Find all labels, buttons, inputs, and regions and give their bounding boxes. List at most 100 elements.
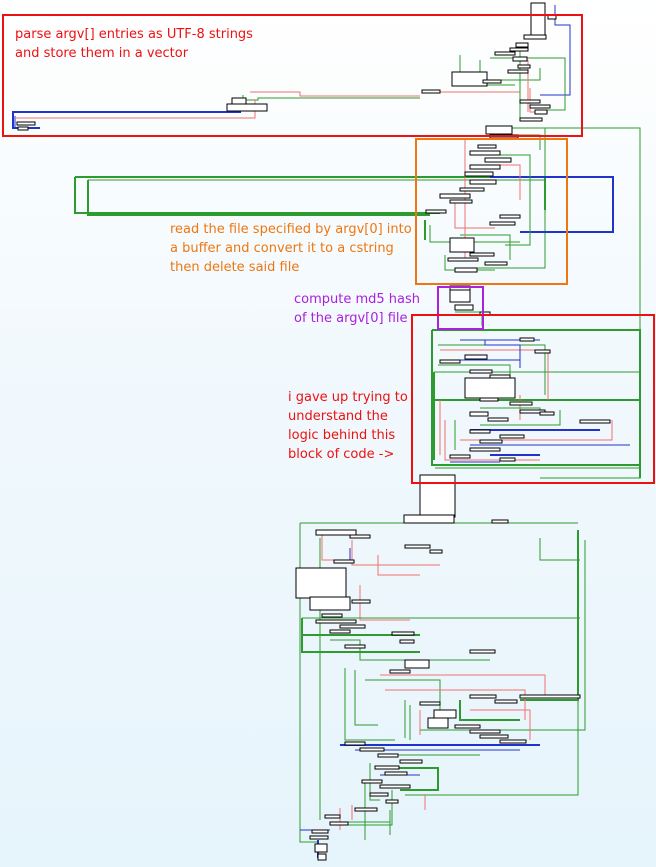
basic-block: [344, 741, 366, 746]
basic-block: [517, 64, 531, 69]
basic-block: [454, 267, 478, 273]
basic-block: [484, 157, 512, 163]
annotation-gave-up: i gave up trying to understand the logic…: [288, 388, 408, 464]
basic-block: [317, 853, 327, 861]
basic-block: [494, 51, 516, 56]
graph-edge: [444, 255, 495, 271]
annotation-line: read the file specified by argv[0] into: [170, 222, 412, 237]
annotation-line: compute md5 hash: [294, 292, 421, 307]
graph-nodes: [16, 2, 611, 861]
basic-block: [491, 519, 509, 524]
graph-edge: [365, 679, 441, 718]
annotation-parse-argv: parse argv[] entries as UTF-8 strings an…: [15, 25, 253, 63]
annotation-line: parse argv[] entries as UTF-8 strings: [15, 27, 253, 42]
graph-edge: [455, 128, 546, 269]
graph-edge: [12, 100, 241, 129]
basic-block: [479, 397, 499, 402]
graph-edge: [460, 420, 613, 441]
basic-block: [529, 104, 551, 109]
basic-block: [509, 47, 529, 52]
basic-block: [351, 599, 371, 604]
basic-block: [226, 103, 268, 112]
annotation-line: block of code ->: [288, 447, 395, 462]
basic-block: [309, 596, 351, 611]
graph-edge: [480, 410, 561, 426]
basic-block: [374, 765, 400, 770]
basic-block: [361, 779, 383, 784]
basic-block: [479, 439, 503, 444]
basic-block: [449, 199, 473, 204]
basic-block: [451, 71, 488, 87]
graph-edge: [500, 68, 541, 81]
basic-block: [399, 639, 415, 644]
graph-edge: [434, 399, 641, 430]
basic-block: [454, 724, 481, 729]
graph-edge: [377, 555, 420, 576]
basic-block: [499, 434, 525, 439]
basic-block: [487, 417, 509, 422]
basic-block: [333, 559, 355, 564]
basic-block: [427, 717, 449, 729]
basic-block: [329, 821, 349, 826]
graph-edge: [369, 763, 380, 801]
basic-block: [349, 534, 371, 539]
graph-edge: [359, 585, 410, 621]
basic-block: [530, 2, 546, 37]
basic-block: [391, 631, 415, 636]
graph-edge: [74, 177, 440, 214]
basic-block: [494, 699, 518, 704]
graph-edge: [344, 668, 395, 741]
basic-block: [377, 753, 399, 758]
basic-block: [464, 171, 494, 177]
graph-edge: [354, 670, 378, 726]
graph-edge: [470, 709, 531, 740]
basic-block: [439, 359, 461, 364]
basic-block: [469, 179, 497, 185]
annotation-region: [437, 286, 484, 330]
annotation-region: [411, 314, 655, 484]
basic-block: [459, 187, 485, 192]
basic-block: [389, 669, 411, 674]
basic-block: [579, 419, 611, 424]
basic-block: [469, 729, 501, 734]
annotation-region: [2, 14, 583, 137]
graph-edge: [480, 154, 531, 246]
graph-edge: [405, 700, 579, 796]
basic-block: [399, 759, 423, 764]
basic-block: [369, 792, 389, 797]
annotation-line: a buffer and convert it to a cstring: [170, 241, 394, 256]
annotation-regions: [2, 14, 655, 484]
basic-block: [469, 369, 493, 374]
annotation-line: logic behind this: [288, 428, 396, 443]
basic-block: [315, 529, 357, 536]
basic-block: [519, 694, 581, 699]
basic-block: [231, 97, 247, 105]
basic-block: [499, 457, 516, 462]
annotation-line: of the argv[0] file: [294, 311, 408, 326]
basic-block: [499, 214, 521, 219]
annotation-line: i gave up trying to: [288, 390, 408, 405]
graph-edge: [429, 225, 520, 243]
basic-block: [439, 193, 471, 199]
basic-block: [477, 144, 497, 149]
graph-edge: [321, 535, 350, 561]
annotation-read-file: read the file specified by argv[0] into …: [170, 220, 412, 277]
basic-block: [344, 644, 366, 649]
basic-block: [379, 784, 411, 789]
graph-edge: [299, 523, 318, 843]
basic-block: [16, 121, 36, 126]
basic-block: [403, 514, 455, 524]
basic-block: [359, 747, 385, 752]
annotation-line: and store them in a vector: [15, 46, 189, 61]
basic-block: [469, 164, 501, 170]
basic-block: [469, 447, 501, 452]
basic-block: [419, 474, 456, 518]
annotation-line: understand the: [288, 409, 388, 424]
basic-block: [464, 377, 516, 399]
graph-edge: [87, 180, 430, 216]
graph-edge: [15, 100, 256, 119]
basic-block: [385, 799, 399, 804]
graph-edge: [488, 127, 641, 479]
graph-edge: [351, 540, 440, 566]
